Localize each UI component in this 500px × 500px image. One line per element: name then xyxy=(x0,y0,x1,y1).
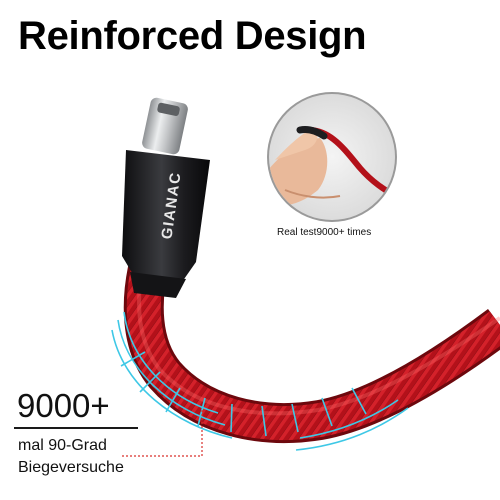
stress-lines xyxy=(111,311,409,451)
inset-caption: Real test9000+ times xyxy=(277,227,372,238)
usb-c-connector: GIANAC xyxy=(122,97,210,298)
caption-line-2: Biegeversuche xyxy=(18,459,124,476)
page-title: Reinforced Design xyxy=(18,14,367,58)
bend-test-inset xyxy=(267,92,397,222)
caption-line-1: mal 90-Grad xyxy=(18,437,107,454)
bend-test-caption: mal 90-Grad Biegeversuche xyxy=(18,435,124,479)
bend-count: 9000+ xyxy=(17,387,110,424)
hand-photo xyxy=(269,126,395,206)
braided-cable xyxy=(123,255,500,443)
count-underline xyxy=(14,427,138,429)
callout-line xyxy=(122,410,203,457)
